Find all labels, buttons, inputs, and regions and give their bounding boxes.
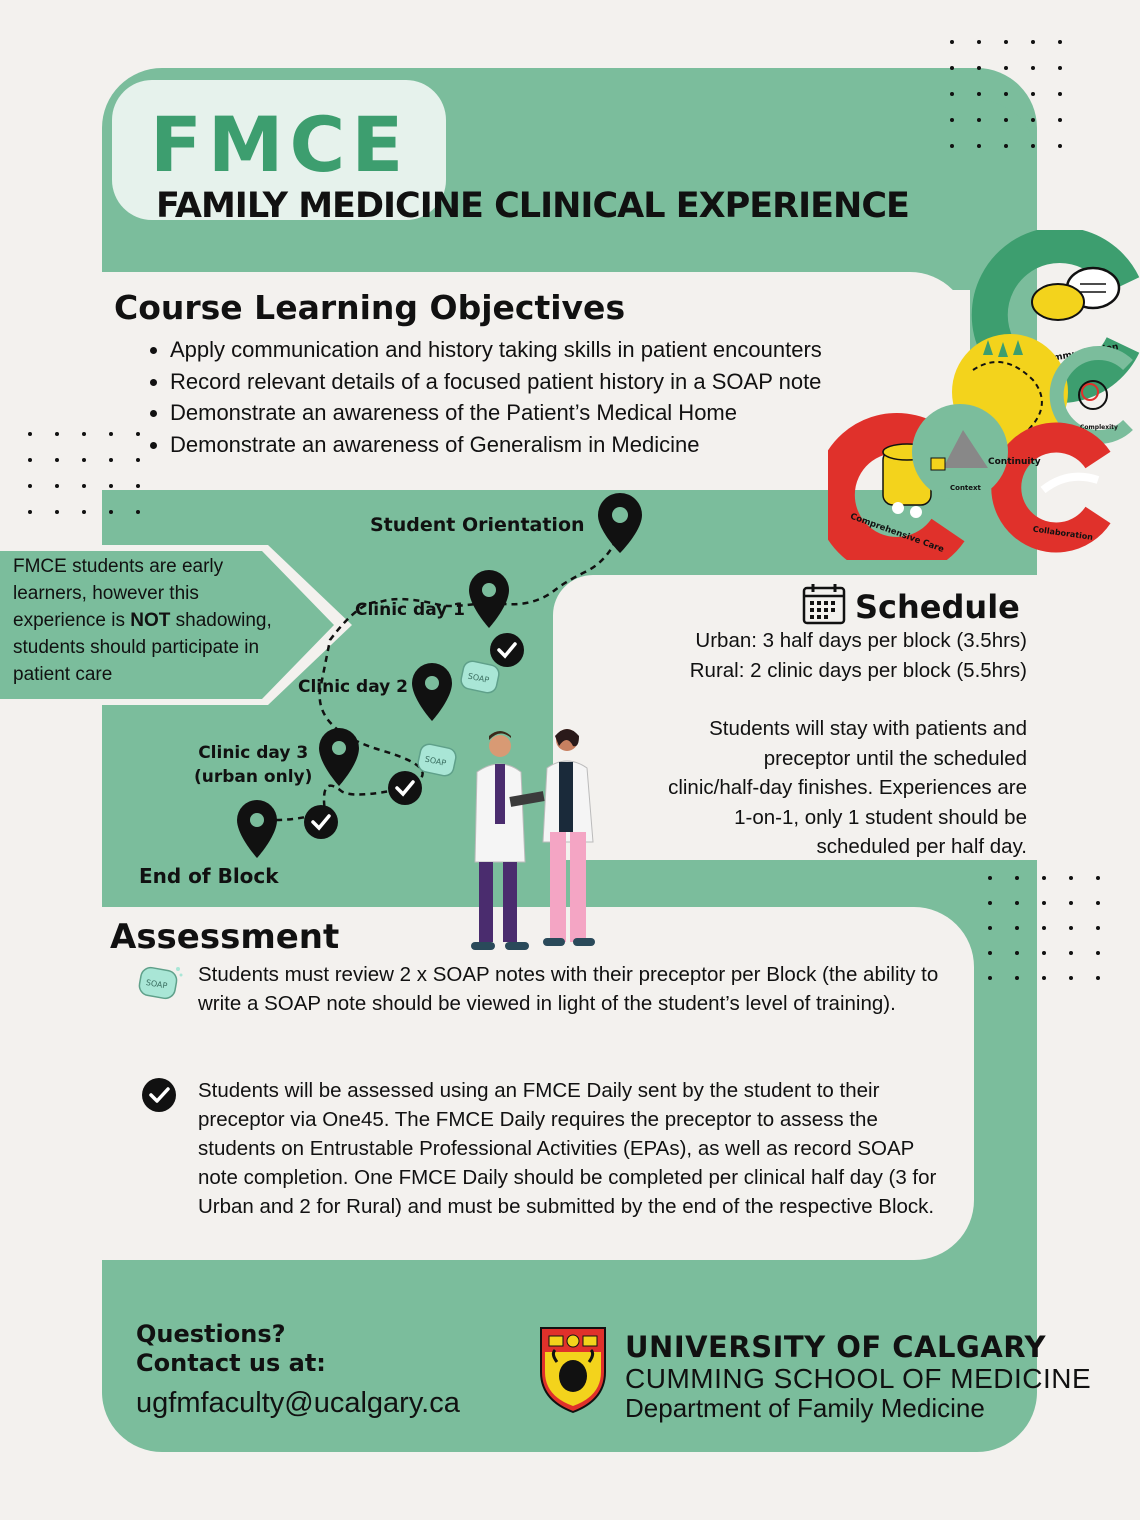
six-cs-wheel-graphic: Communication Complexity Collaboration C…	[828, 230, 1140, 560]
schedule-note-line: preceptor until the scheduled	[763, 746, 1027, 770]
soap-icon: SOAP	[460, 660, 500, 694]
svg-text:SOAP: SOAP	[467, 672, 490, 685]
dot-grid-left	[28, 432, 163, 514]
timeline-label-day2: Clinic day 2	[298, 677, 409, 697]
doctors-illustration	[471, 729, 595, 950]
acronym-title: FMCE	[150, 100, 410, 189]
check-icon	[388, 771, 422, 805]
department-name: Department of Family Medicine	[625, 1393, 985, 1423]
collaboration-c: Collaboration	[991, 422, 1111, 553]
assessment-item-soap: Students must review 2 x SOAP notes with…	[198, 963, 939, 1015]
schedule-body: Urban: 3 half days per block (3.5hrs) Ru…	[668, 626, 1027, 862]
callout-emphasis: NOT	[130, 610, 171, 631]
objective-item: Record relevant details of a focused pat…	[150, 366, 822, 398]
complexity-label: Complexity	[1080, 424, 1118, 431]
pin-end-of-block-icon	[237, 800, 277, 858]
male-doctor-figure	[471, 731, 545, 950]
assessment-title: Assessment	[110, 917, 340, 957]
svg-text:SOAP: SOAP	[424, 755, 447, 768]
university-crest-logo	[540, 1327, 606, 1414]
contact-heading: Questions? Contact us at:	[136, 1320, 326, 1377]
timeline-label-day3: Clinic day 3 (urban only)	[194, 743, 313, 787]
objective-item: Apply communication and history taking s…	[150, 334, 822, 366]
page-title: FAMILY MEDICINE CLINICAL EXPERIENCE	[156, 186, 910, 226]
timeline-label-day1: Clinic day 1	[355, 600, 466, 620]
soap-icon: SOAP	[417, 743, 457, 777]
objective-item: Demonstrate an awareness of Generalism i…	[150, 429, 822, 461]
pin-clinic-day1-icon	[469, 570, 509, 628]
clinic-timeline: SOAP SOAP	[237, 493, 642, 858]
female-doctor-figure	[542, 729, 595, 946]
objectives-title: Course Learning Objectives	[114, 288, 626, 327]
soap-icon: SOAP	[138, 966, 183, 1000]
objective-item: Demonstrate an awareness of the Patient’…	[150, 397, 822, 429]
continuity-label: Continuity	[988, 457, 1041, 467]
dot-grid-right	[988, 876, 1123, 980]
assessment-panel	[102, 907, 974, 1260]
schedule-note-line: scheduled per half day.	[816, 835, 1027, 858]
schedule-urban: Urban: 3 half days per block (3.5hrs)	[695, 629, 1027, 652]
schedule-title: Schedule	[855, 588, 1020, 626]
complexity-c: Complexity	[1049, 346, 1133, 444]
callout-arrow	[0, 545, 352, 705]
assessment-item-daily: Students will be assessed using an FMCE …	[198, 1079, 937, 1218]
schedule-rural: Rural: 2 clinic days per block (5.5hrs)	[689, 658, 1027, 682]
schedule-note-line: Students will stay with patients and	[709, 717, 1027, 740]
pin-orientation-icon	[598, 493, 642, 553]
context-c: Context Continuity	[912, 404, 1041, 500]
check-icon	[490, 633, 524, 667]
school-name: CUMMING SCHOOL OF MEDICINE	[625, 1363, 1092, 1394]
calendar-icon	[802, 584, 846, 625]
schedule-note-line: clinic/half-day finishes. Experiences ar…	[668, 776, 1027, 799]
context-label: Context	[950, 484, 982, 492]
objectives-list: Apply communication and history taking s…	[150, 334, 822, 460]
university-name: UNIVERSITY OF CALGARY	[625, 1330, 1047, 1364]
check-icon	[304, 805, 338, 839]
schedule-panel	[553, 575, 1037, 860]
pin-clinic-day3-icon	[319, 728, 359, 786]
contact-email-link[interactable]: ugfmfaculty@ucalgary.ca	[136, 1387, 460, 1419]
objectives-panel	[102, 272, 970, 490]
callout-text: FMCE students are early learners, howeve…	[13, 556, 272, 685]
acronym-badge	[112, 80, 446, 220]
timeline-label-orientation: Student Orientation	[370, 514, 585, 536]
schedule-note-line: 1-on-1, only 1 student should be	[734, 805, 1027, 829]
svg-text:SOAP: SOAP	[145, 978, 168, 991]
timeline-path	[274, 529, 622, 822]
check-circle-icon	[142, 1078, 176, 1112]
dot-grid-top-right	[950, 40, 1085, 148]
timeline-label-end: End of Block	[139, 864, 279, 888]
pin-clinic-day2-icon	[412, 663, 452, 721]
